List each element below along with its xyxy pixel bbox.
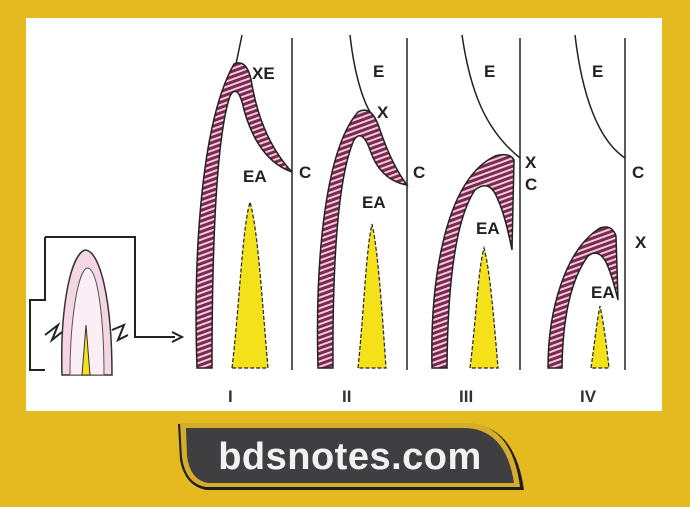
stage-numeral: IV xyxy=(580,387,597,406)
label-ea: EA xyxy=(476,219,500,238)
label-x: X xyxy=(377,103,389,122)
label-e: E xyxy=(484,62,495,81)
banner-shape xyxy=(178,423,524,490)
stage-numeral: II xyxy=(342,387,351,406)
stage-1: XE EA C I xyxy=(195,34,311,406)
stage-numeral: I xyxy=(228,387,233,406)
stage-2: E X EA C II xyxy=(316,34,425,406)
label-c: C xyxy=(632,163,644,182)
label-e: E xyxy=(592,62,603,81)
label-c: C xyxy=(413,163,425,182)
stage-4: E C X EA IV xyxy=(547,34,647,406)
inset-tooth xyxy=(29,236,185,376)
site-name: bdsnotes.com xyxy=(218,436,482,478)
label-c: C xyxy=(525,175,537,194)
label-x: X xyxy=(525,153,537,172)
label-c: C xyxy=(299,163,311,182)
stage-3: E X C EA III xyxy=(431,34,537,406)
label-ea: EA xyxy=(243,167,267,186)
label-ea: EA xyxy=(362,193,386,212)
label-x: X xyxy=(635,233,647,252)
stage-numeral: III xyxy=(459,387,473,406)
label-ea: EA xyxy=(591,283,615,302)
label-xe: XE xyxy=(252,64,275,83)
label-e: E xyxy=(373,62,384,81)
